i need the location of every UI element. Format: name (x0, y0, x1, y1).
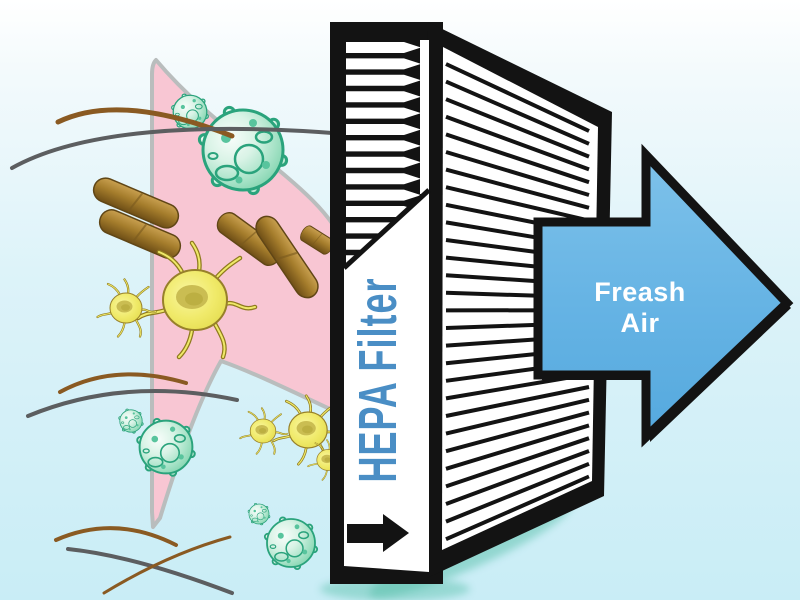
hair-strand (66, 547, 234, 595)
virus (263, 516, 319, 571)
arrow-body (533, 143, 794, 448)
filter-pleat-slot (346, 140, 421, 152)
hair-strand (10, 126, 348, 170)
germ-cell (239, 407, 288, 455)
virus (118, 408, 144, 434)
filter-pleat-line (445, 410, 590, 454)
filter-pleat-slot (346, 74, 421, 86)
filter-pleat-slot (346, 107, 421, 119)
filter-pleat-slot (346, 124, 421, 135)
filter-pleat-line (445, 423, 590, 471)
filter-pleat-line (445, 114, 590, 172)
filter-pleat-line (445, 62, 590, 133)
clean-air-arrow: Freash Air (533, 143, 794, 448)
filter-pleat-line (445, 397, 590, 436)
filter-pleat-slot (346, 189, 421, 201)
filter-pleat-line (445, 167, 590, 210)
hair-strand-group (10, 107, 348, 595)
virus (136, 417, 196, 477)
germ-cell (96, 278, 158, 338)
filter-label-panel (344, 190, 429, 572)
filter-pleat-line (445, 449, 590, 506)
filter-pleat-slot (346, 58, 421, 70)
filter-pleat-line (445, 474, 590, 542)
hair-strand (26, 389, 239, 418)
filter-panel-edge (342, 188, 431, 270)
hair-strand (102, 535, 232, 595)
filter-pleat-slot (346, 42, 421, 53)
hepa-filter-box: HEPA Filter (330, 22, 612, 584)
filter-pleat-line (445, 461, 590, 524)
filter-pleat-line (445, 436, 590, 489)
hepa-filter-label: HEPA Filter (347, 278, 408, 483)
filter-pleat-line (445, 132, 590, 185)
filter-pleat-line (445, 97, 590, 159)
filter-pleat-line (445, 79, 590, 146)
filter-pleat-line (445, 150, 590, 197)
hair-strand (58, 372, 188, 394)
clean-air-label-line2: Air (620, 308, 659, 338)
virus (247, 502, 271, 526)
flow-direction-arrow-icon (347, 514, 409, 552)
filter-front-margin (420, 40, 429, 194)
filter-pleat-slot (346, 156, 421, 168)
filter-pleat-line (445, 185, 590, 223)
filter-pleat-slot (346, 173, 421, 185)
hair-strand (55, 107, 235, 139)
filter-pleat-line (445, 385, 590, 418)
filter-pleat-slot (346, 91, 421, 103)
hair-strand (54, 526, 178, 547)
clean-air-label-line1: Freash (594, 277, 686, 307)
